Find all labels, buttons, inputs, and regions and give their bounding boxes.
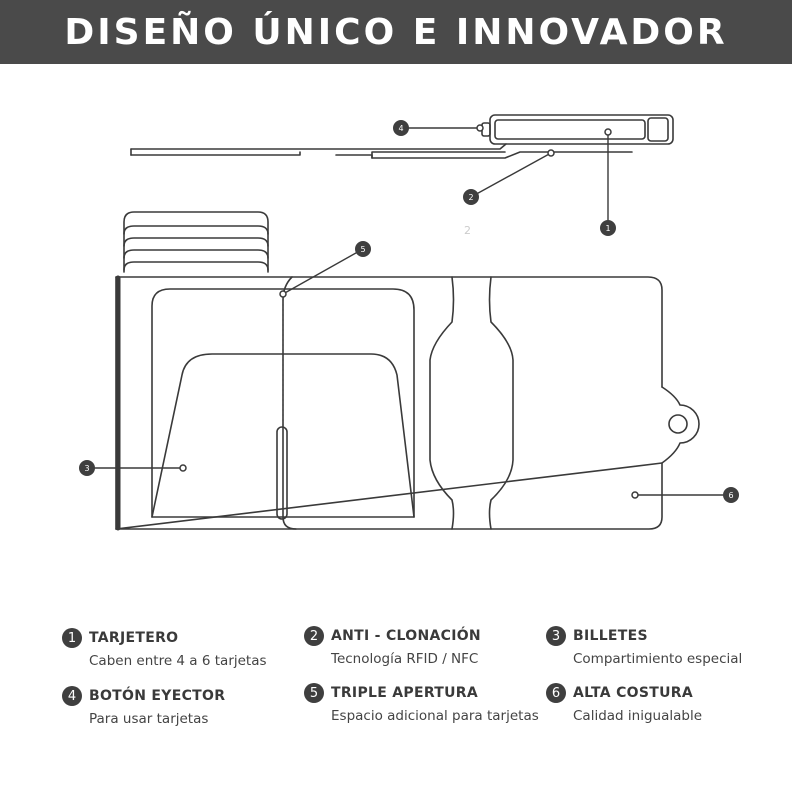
fold-seam (282, 276, 297, 530)
legend-badge: 2 (304, 626, 324, 646)
page-title: DISEÑO ÚNICO E INNOVADOR (64, 11, 728, 53)
side-view-cardholder-inner (494, 119, 646, 140)
svg-text:3: 3 (84, 464, 89, 473)
cash-pocket-lining (151, 353, 415, 518)
legend-description: Calidad inigualable (573, 708, 703, 724)
legend-title: ALTA COSTURA (573, 685, 694, 701)
legend-item-1: 1 TARJETERO Caben entre 4 a 6 tarjetas (62, 628, 302, 669)
legend-badge: 1 (62, 628, 82, 648)
legend-description: Tecnología RFID / NFC (331, 651, 479, 667)
legend-title: BILLETES (573, 628, 648, 644)
anchor-6 (631, 491, 639, 499)
legend-item-6: 6 ALTA COSTURA Calidad inigualable (546, 683, 786, 724)
callout-badge-5: 5 (355, 241, 371, 257)
svg-text:5: 5 (360, 245, 365, 254)
callout-badge-6: 6 (723, 487, 739, 503)
side-view-strap-top (130, 143, 507, 150)
card-stack (123, 211, 269, 273)
wallet-tab-hole (668, 414, 688, 434)
card-2 (123, 225, 269, 235)
anchor-3 (179, 464, 187, 472)
wallet-tab (661, 386, 700, 464)
card-4 (123, 249, 269, 259)
callout-badge-1: 1 (600, 220, 616, 236)
legend-badge: 6 (546, 683, 566, 703)
legend-item-5: 5 TRIPLE APERTURA Espacio adicional para … (304, 683, 544, 724)
card-3 (123, 237, 269, 247)
card-5 (123, 261, 269, 271)
legend-description: Compartimiento especial (573, 651, 743, 667)
center-band-left (429, 276, 455, 530)
side-view-cardholder-end (647, 117, 669, 142)
svg-text:6: 6 (728, 491, 733, 500)
legend-description: Caben entre 4 a 6 tarjetas (89, 653, 267, 669)
leader-5 (282, 248, 364, 295)
side-view-strap-mid (371, 151, 506, 159)
legend-badge: 5 (304, 683, 324, 703)
wallet-body (115, 275, 700, 531)
anchor-2 (547, 149, 555, 157)
anchor-5 (279, 290, 287, 298)
anchor-4 (476, 124, 484, 132)
center-band-right (488, 276, 514, 530)
legend-title: ANTI - CLONACIÓN (331, 628, 481, 644)
callout-lines (86, 127, 732, 496)
stray-mark: 2 (464, 224, 471, 237)
side-view (130, 114, 674, 159)
legend-title: TARJETERO (89, 630, 179, 646)
anchor-dots (179, 124, 639, 499)
callout-badge-3: 3 (79, 460, 95, 476)
legend-description: Para usar tarjetas (89, 711, 209, 727)
side-view-strap-left (130, 151, 301, 156)
legend-badge: 4 (62, 686, 82, 706)
svg-text:1: 1 (605, 224, 610, 233)
anchor-1 (604, 128, 612, 136)
callout-badge-4: 4 (393, 120, 409, 136)
legend-title: TRIPLE APERTURA (331, 685, 479, 701)
legend-title: BOTÓN EYECTOR (89, 688, 226, 704)
cash-pocket (151, 288, 415, 518)
legend-item-2: 2 ANTI - CLONACIÓN Tecnología RFID / NFC (304, 626, 544, 667)
leader-2 (470, 152, 552, 198)
legend-item-3: 3 BILLETES Compartimiento especial (546, 626, 786, 667)
callout-badge-2: 2 (463, 189, 479, 205)
legend-description: Espacio adicional para tarjetas (331, 708, 539, 724)
wallet-outline-bottom (115, 462, 663, 530)
wallet-outline-top (115, 276, 663, 388)
pocket-slit (276, 426, 288, 520)
legend-item-4: 4 BOTÓN EYECTOR Para usar tarjetas (62, 686, 302, 727)
header-bar: DISEÑO ÚNICO E INNOVADOR (0, 0, 792, 64)
card-1 (123, 211, 269, 273)
side-view-strap-bottom (335, 151, 633, 159)
legend-badge: 3 (546, 626, 566, 646)
svg-text:4: 4 (398, 124, 403, 133)
svg-text:2: 2 (468, 193, 473, 202)
callout-badges: 1 2 3 4 5 6 (79, 120, 739, 503)
